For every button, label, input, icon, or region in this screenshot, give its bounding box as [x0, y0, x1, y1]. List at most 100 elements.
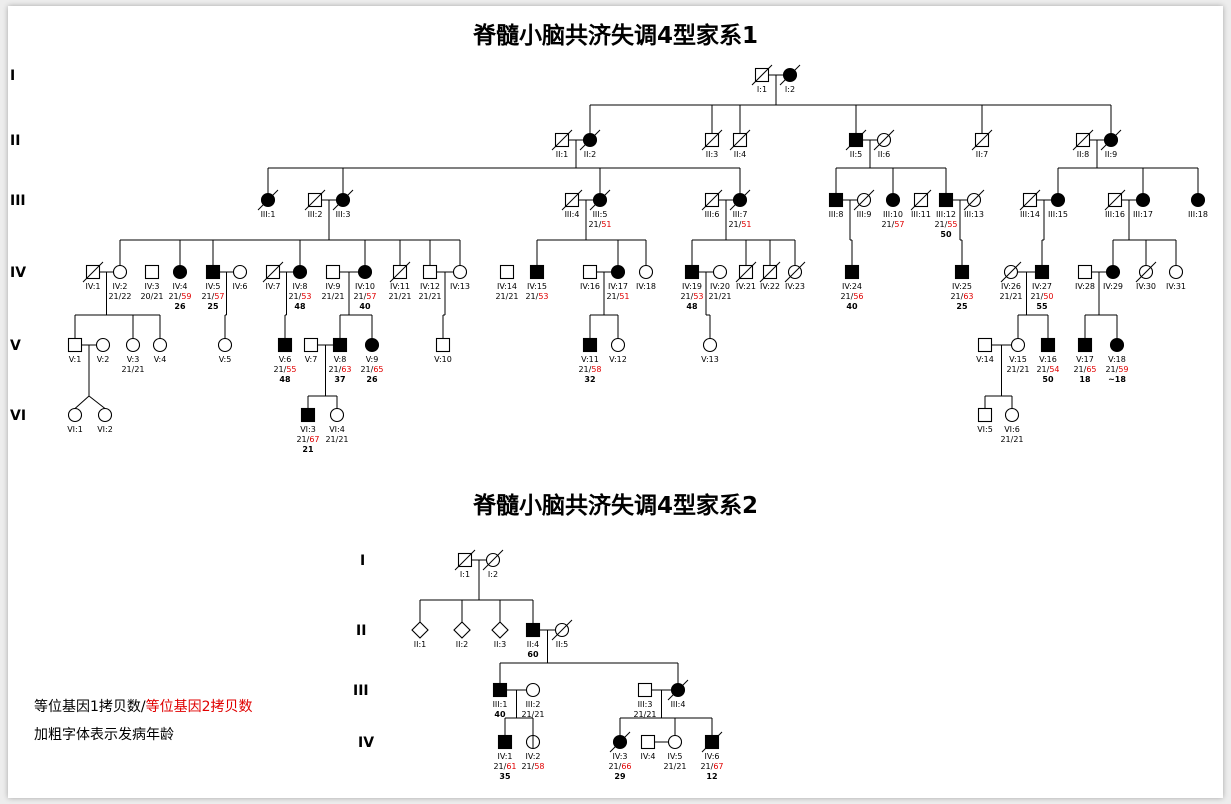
female-symbol	[125, 337, 141, 353]
female-symbol	[152, 337, 168, 353]
female-symbol	[525, 682, 541, 698]
genotype-label: 21/50	[1030, 292, 1053, 301]
individual-id-label: V:6	[279, 355, 292, 364]
individual-III:3: III:3	[332, 189, 354, 219]
individual-id-label: III:2	[308, 210, 323, 219]
genotype-label: 21/21	[708, 292, 731, 301]
individual-V:10: V:10	[434, 337, 452, 364]
female-symbol	[329, 407, 345, 423]
individual-IV:16: IV:16	[580, 264, 600, 291]
deceased-slash	[873, 129, 895, 151]
individual-id-label: IV:14	[497, 282, 517, 291]
onset-age-label: 35	[499, 772, 511, 781]
deceased-slash	[454, 549, 476, 571]
affected-female-symbol	[610, 264, 626, 280]
affected-male-symbol	[954, 264, 970, 280]
genotype-label: 21/53	[680, 292, 703, 301]
individual-id-label: IV:22	[760, 282, 780, 291]
individual-id-label: IV:19	[682, 282, 702, 291]
female-symbol	[1168, 264, 1184, 280]
individual-II:4: II:4	[729, 129, 751, 159]
affected-male-symbol	[938, 192, 954, 208]
individual-id-label: IV:2	[526, 752, 541, 761]
individual-id-label: V:7	[305, 355, 318, 364]
affected-female-symbol	[1190, 192, 1206, 208]
individual-II:5: II:5	[845, 129, 867, 159]
individual-id-label: II:6	[878, 150, 891, 159]
individual-id-label: IV:11	[390, 282, 410, 291]
deceased-slash	[1100, 129, 1122, 151]
genotype-label: 21/55	[934, 220, 957, 229]
onset-age-label: 50	[1042, 375, 1054, 384]
onset-age-label: 32	[584, 375, 595, 384]
individual-id-label: IV:2	[113, 282, 128, 291]
individual-id-label: II:1	[414, 640, 427, 649]
individual-id-label: II:2	[456, 640, 469, 649]
individual-id-label: IV:31	[1166, 282, 1186, 291]
onset-age-label: 18	[1079, 375, 1091, 384]
genotype-label: 21/54	[1036, 365, 1059, 374]
individual-IV:13: IV:13	[450, 264, 470, 291]
individual-V:13: V:13	[701, 337, 719, 364]
deceased-slash	[82, 261, 104, 283]
deceased-slash	[1019, 189, 1041, 211]
legend-allele-line: 等位基因1拷贝数/等位基因2拷贝数	[34, 693, 253, 721]
genotype-label: 21/21	[1006, 365, 1029, 374]
female-symbol	[112, 264, 128, 280]
individual-id-label: IV:3	[613, 752, 628, 761]
individual-id-label: IV:17	[608, 282, 628, 291]
individual-id-label: IV:29	[1103, 282, 1123, 291]
individual-IV:1: IV:1	[82, 261, 104, 291]
individual-id-label: III:4	[565, 210, 580, 219]
individual-id-label: IV:23	[785, 282, 805, 291]
individual-II:3: II:3	[701, 129, 723, 159]
individual-id-label: III:2	[526, 700, 541, 709]
female-symbol	[638, 264, 654, 280]
genotype-label: 21/21	[521, 710, 544, 719]
individual-id-label: IV:16	[580, 282, 600, 291]
deceased-slash	[701, 129, 723, 151]
genotype-label: 21/61	[493, 762, 516, 771]
individual-id-label: I:2	[785, 85, 795, 94]
legend: 等位基因1拷贝数/等位基因2拷贝数 加粗字体表示发病年龄	[34, 693, 253, 749]
deceased-slash	[853, 189, 875, 211]
affected-male-symbol	[684, 264, 700, 280]
genotype-label: 21/51	[588, 220, 611, 229]
individual-id-label: IV:5	[668, 752, 683, 761]
individual-id-label: III:18	[1188, 210, 1208, 219]
genotype-label: 21/59	[168, 292, 191, 301]
male-symbol	[977, 407, 993, 423]
deceased-slash	[784, 261, 806, 283]
individual-III:8: III:8	[829, 192, 843, 219]
individual-id-label: IV:9	[326, 282, 341, 291]
onset-age-label: 12	[706, 772, 717, 781]
individual-id-label: III:6	[705, 210, 720, 219]
genotype-label: 21/55	[273, 365, 296, 374]
unknown-sex-symbol	[453, 621, 471, 639]
individual-id-label: IV:3	[145, 282, 160, 291]
individual-id-label: II:8	[1077, 150, 1090, 159]
genotype-label: 21/63	[328, 365, 351, 374]
individual-II:2: II:2	[453, 621, 471, 649]
genotype-label: 21/58	[578, 365, 601, 374]
pedigree-lines	[74, 74, 1199, 409]
individual-id-label: II:7	[976, 150, 989, 159]
individual-id-label: IV:6	[233, 282, 248, 291]
individual-id-label: IV:12	[420, 282, 440, 291]
individual-id-label: IV:30	[1136, 282, 1156, 291]
individual-id-label: IV:24	[842, 282, 862, 291]
individual-id-label: V:15	[1009, 355, 1027, 364]
genotype-label: 21/21	[1000, 435, 1023, 444]
individual-id-label: III:13	[964, 210, 984, 219]
family2-title: 脊髓小脑共济失调4型家系2	[472, 493, 758, 519]
individual-id-label: VI:1	[67, 425, 83, 434]
